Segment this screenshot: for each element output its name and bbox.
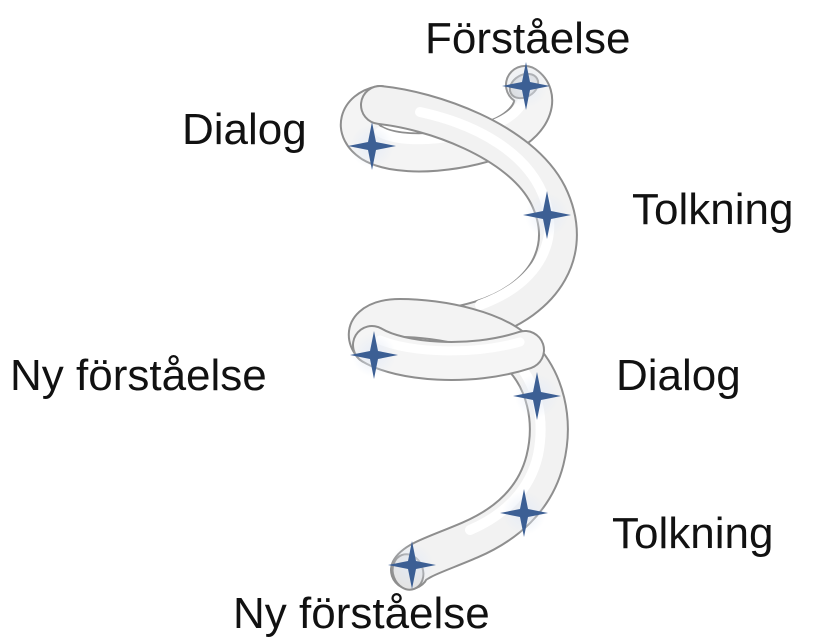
label-ny-forstaelse-2: Ny förståelse: [233, 589, 490, 638]
four-point-star-icon: [500, 489, 548, 537]
label-forstaelse: Förståelse: [425, 14, 631, 63]
four-point-star-icon: [513, 372, 561, 420]
label-ny-forstaelse-1: Ny förståelse: [10, 351, 267, 400]
star-markers: [348, 62, 571, 589]
four-point-star-icon: [350, 331, 398, 379]
four-point-star-icon: [388, 541, 436, 589]
label-tolkning-1: Tolkning: [632, 185, 794, 234]
label-dialog-2: Dialog: [616, 351, 741, 400]
four-point-star-icon: [502, 62, 550, 110]
label-dialog-1: Dialog: [182, 105, 307, 154]
four-point-star-icon: [523, 191, 571, 239]
label-tolkning-2: Tolkning: [612, 509, 774, 558]
four-point-star-icon: [348, 122, 396, 170]
